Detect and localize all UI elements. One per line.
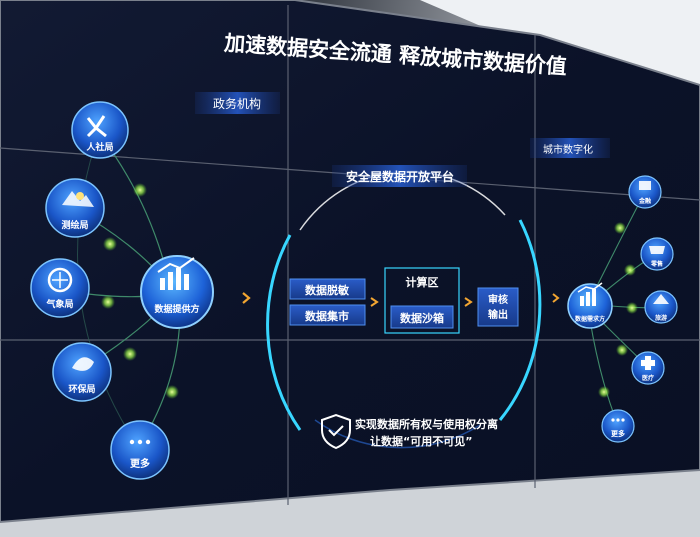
- svg-text:医疗: 医疗: [642, 374, 654, 382]
- arrow-to-review: [464, 297, 473, 307]
- review-output: 审核 输出: [477, 287, 519, 327]
- arrow-to-compute: [370, 297, 379, 307]
- glow-dot: [624, 264, 636, 276]
- slogan-line-2: 让数据“可用不可见”: [370, 434, 472, 448]
- svg-text:气象局: 气象局: [45, 298, 73, 310]
- glow-dot: [101, 295, 115, 309]
- svg-text:数据提供方: 数据提供方: [154, 303, 199, 315]
- arrow-platform-to-right: [552, 293, 560, 303]
- svg-text:审核: 审核: [488, 293, 508, 306]
- node-cehui: 测绘局: [45, 178, 105, 238]
- node-medical: 医疗: [631, 351, 665, 385]
- glow-dot: [614, 222, 626, 234]
- svg-text:安全屋数据开放平台: 安全屋数据开放平台: [346, 169, 454, 184]
- glow-dot: [598, 386, 610, 398]
- glow-dot: [133, 183, 147, 197]
- svg-text:环保局: 环保局: [68, 383, 95, 395]
- svg-text:金融: 金融: [638, 197, 651, 205]
- svg-text:数据集市: 数据集市: [305, 309, 349, 323]
- glow-dot: [616, 344, 628, 356]
- svg-text:政务机构: 政务机构: [213, 96, 261, 111]
- glow-dot: [165, 385, 179, 399]
- left-group-heading: 政务机构: [195, 92, 280, 114]
- svg-text:输出: 输出: [488, 308, 508, 321]
- svg-text:旅游: 旅游: [654, 314, 667, 322]
- right-group-heading: 城市数字化: [530, 138, 610, 158]
- hub-data-provider: 数据提供方: [140, 255, 214, 329]
- glow-dot: [103, 237, 117, 251]
- screen-surface: [0, 0, 700, 524]
- svg-text:零售: 零售: [650, 260, 663, 268]
- node-travel: 旅游: [644, 290, 678, 324]
- svg-text:更多: 更多: [611, 429, 625, 438]
- glow-dot: [123, 347, 137, 361]
- svg-text:计算区: 计算区: [406, 275, 439, 289]
- shield-icon: [321, 413, 351, 450]
- node-qixiang: 气象局: [30, 258, 90, 318]
- svg-text:数据需求方: 数据需求方: [575, 315, 605, 323]
- svg-text:人社局: 人社局: [85, 141, 113, 153]
- platform-title-tag: 安全屋数据开放平台: [332, 165, 467, 187]
- svg-text:数据沙箱: 数据沙箱: [400, 311, 444, 325]
- arrow-left-to-platform: [242, 292, 251, 304]
- node-finance: 金融: [628, 175, 662, 209]
- step-desensitize: 数据脱敏: [289, 278, 366, 300]
- slogan-line-1: 实现数据所有权与使用权分离: [355, 417, 498, 431]
- compute-zone: 计算区 数据沙箱: [384, 267, 460, 334]
- node-huanbao: 环保局: [52, 342, 112, 402]
- step-market: 数据集市: [289, 304, 366, 326]
- node-renshe: 人社局: [71, 101, 129, 159]
- node-more-left: 更多: [110, 420, 170, 480]
- svg-text:数据脱敏: 数据脱敏: [305, 283, 350, 297]
- svg-text:更多: 更多: [130, 457, 150, 470]
- glow-dot: [626, 302, 638, 314]
- svg-text:测绘局: 测绘局: [61, 219, 88, 231]
- node-more-right: 更多: [601, 409, 635, 443]
- hub-data-demander: 数据需求方: [567, 282, 613, 329]
- svg-text:城市数字化: 城市数字化: [543, 143, 593, 156]
- node-retail: 零售: [640, 237, 674, 271]
